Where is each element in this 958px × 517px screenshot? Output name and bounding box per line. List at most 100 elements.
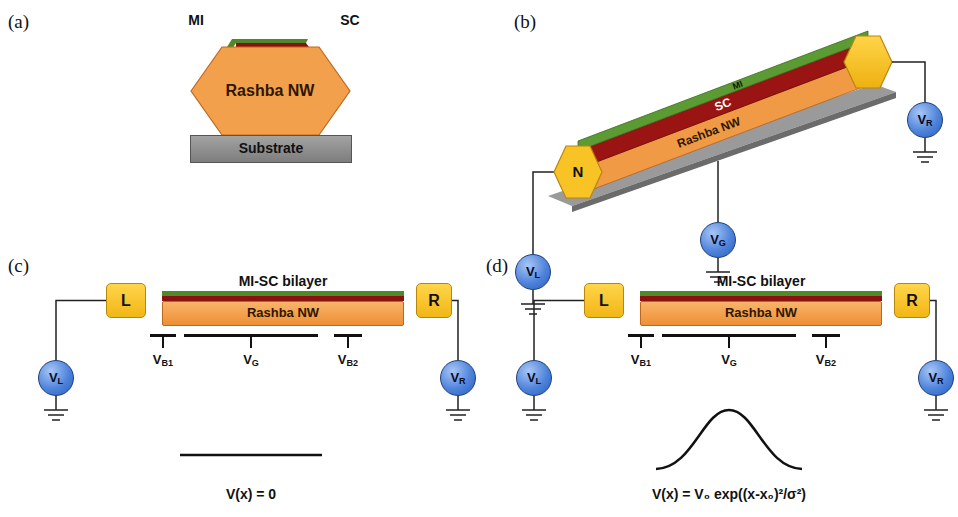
contact-end	[844, 36, 892, 88]
wire-connector	[452, 301, 458, 361]
voltage-source: VR	[918, 360, 954, 396]
mi-layer	[640, 291, 882, 296]
nanowire-hexagon: Rashba NW	[191, 47, 350, 135]
symbol-main: V	[917, 112, 926, 127]
nanowire-box: Rashba NW	[640, 301, 882, 326]
gate-bar	[334, 334, 362, 337]
gate-label: VB2	[816, 353, 836, 367]
node-text: VG	[710, 233, 726, 247]
ground-symbol	[924, 396, 948, 420]
wire-connector	[533, 172, 554, 254]
symbol-subscript: R	[937, 376, 944, 386]
hexagon-fill	[191, 47, 350, 135]
gate-stem	[641, 337, 826, 348]
symbol-main: V	[153, 352, 162, 367]
wire-connector	[56, 301, 106, 361]
lead-box: R	[894, 283, 930, 318]
layer-label: MI	[188, 13, 204, 28]
node-text: VL	[49, 371, 63, 385]
symbol-subscript: B2	[347, 358, 359, 368]
symbol-subscript: B1	[640, 358, 652, 368]
symbol-subscript: B2	[825, 358, 837, 368]
potential-formula: V(x) = 0	[226, 487, 276, 502]
symbol-main: V	[631, 352, 640, 367]
symbol-main: V	[450, 370, 459, 385]
gate-wire	[717, 161, 719, 222]
voltage-source: VR	[907, 102, 943, 138]
voltage-source: VL	[38, 360, 74, 396]
gate-label: VG	[243, 353, 259, 367]
symbol-main: V	[527, 370, 536, 385]
symbol-main: V	[526, 264, 535, 279]
symbol-subscript: L	[58, 376, 64, 386]
voltage-source: VR	[440, 360, 476, 396]
symbol-main: V	[816, 352, 825, 367]
ground-symbol	[913, 138, 937, 162]
symbol-subscript: R	[459, 376, 466, 386]
wire-connector	[534, 301, 584, 361]
ground-symbol	[521, 290, 545, 314]
symbol-main: V	[928, 370, 937, 385]
lead-box: L	[106, 283, 146, 318]
node-text: N	[573, 164, 584, 181]
symbol-subscript: L	[535, 270, 541, 280]
voltage-source: VL	[515, 254, 551, 290]
symbol-subscript: B1	[162, 358, 174, 368]
wire-connector	[930, 301, 936, 361]
symbol-subscript: L	[536, 376, 542, 386]
layer-label: MI	[731, 79, 744, 92]
node-text: Substrate	[239, 141, 304, 156]
panel-letter: (d)	[486, 256, 508, 277]
symbol-main: V	[338, 352, 347, 367]
gate-bar	[150, 334, 176, 337]
layer-label: MI-SC bilayer	[717, 274, 806, 289]
gate-bar	[184, 334, 318, 337]
contact-end: N	[554, 146, 602, 198]
symbol-main: V	[710, 232, 719, 247]
gate-stem	[163, 337, 348, 348]
ground-symbol	[44, 396, 68, 420]
node-text: VR	[928, 371, 943, 385]
node-text: VR	[917, 113, 932, 127]
node-text: L	[599, 292, 609, 310]
node-text: L	[121, 292, 131, 310]
symbol-subscript: G	[719, 238, 726, 248]
potential-formula: V(x) = V₀ exp((x-x₀)²/σ²)	[652, 487, 806, 502]
lead-box: R	[416, 283, 452, 318]
panel-letter: (b)	[514, 12, 536, 33]
gate-label: VG	[721, 353, 737, 367]
sc-face	[578, 41, 868, 169]
nanowire-box: Rashba NW	[162, 301, 404, 326]
node-text: VL	[526, 265, 540, 279]
symbol-subscript: G	[730, 358, 737, 368]
layer-label: Rashba NW	[675, 115, 742, 151]
layer-label: SC	[713, 96, 733, 114]
gate-bar	[812, 334, 840, 337]
node-text: R	[906, 292, 918, 310]
mi-face	[578, 31, 868, 151]
gate-label: VB1	[153, 353, 173, 367]
potential-profile	[180, 454, 322, 457]
mi-layer	[162, 291, 404, 296]
voltage-source: VL	[516, 360, 552, 396]
substrate-box: Substrate	[190, 135, 352, 163]
voltage-source: VG	[700, 222, 736, 258]
gate-bar	[628, 334, 654, 337]
gate-bar	[662, 334, 796, 337]
node-text: Rashba NW	[226, 82, 315, 100]
ground-symbol	[522, 396, 546, 420]
symbol-main: V	[721, 352, 730, 367]
node-text: Rashba NW	[725, 306, 797, 320]
panel-letter: (c)	[8, 256, 29, 277]
layer-label: SC	[340, 13, 359, 28]
symbol-subscript: R	[926, 118, 933, 128]
node-text: VL	[527, 371, 541, 385]
node-text: VR	[450, 371, 465, 385]
gate-label: VB2	[338, 353, 358, 367]
panel-letter: (a)	[8, 12, 29, 33]
lead-box: L	[584, 283, 624, 318]
